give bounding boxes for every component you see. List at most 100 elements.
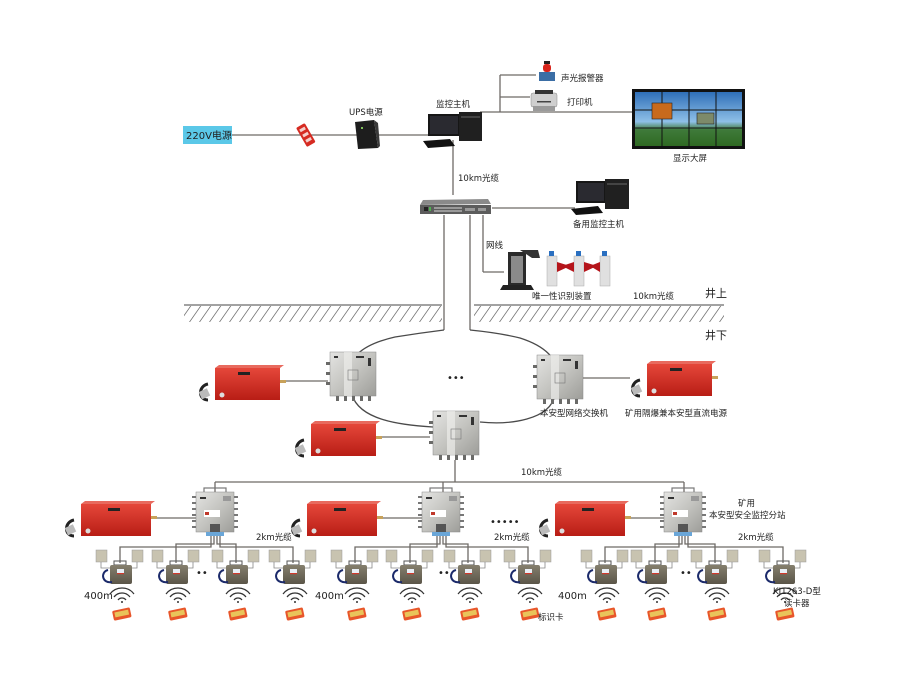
wireless-signal-icon — [772, 587, 798, 603]
antenna-icon — [726, 549, 739, 563]
ups-node: UPS电源 — [349, 107, 383, 149]
card-reader — [95, 549, 144, 621]
ring-switch-a — [326, 351, 377, 401]
core-switch-icon — [420, 199, 491, 214]
card-reader — [151, 549, 200, 621]
reader-cable — [604, 536, 680, 563]
reader-ellipsis-1: •• — [196, 568, 208, 579]
range-label-2: 400m — [315, 591, 344, 602]
main-host-label: 监控主机 — [436, 99, 471, 110]
reader-cable — [354, 536, 438, 563]
id-tag-card-icon — [707, 607, 727, 621]
reader-body-icon — [226, 565, 248, 584]
scanner-gate-icon — [500, 250, 540, 290]
id-tag-card-icon — [597, 607, 617, 621]
antenna-icon — [630, 549, 643, 563]
id-tag-card-icon — [168, 607, 188, 621]
card-reader — [630, 549, 679, 621]
antenna-icon — [539, 549, 552, 563]
range-label-1: 400m — [84, 591, 113, 602]
substation-dc-power — [64, 501, 157, 538]
network-switch-label: 本安型网络交换机 — [540, 408, 609, 419]
ring-switch-b — [533, 354, 584, 404]
reader-cable — [175, 536, 215, 563]
id-device-node: 唯一性识别装置 — [500, 250, 611, 302]
main-host-node: 监控主机 — [423, 99, 482, 148]
ring-switch-c — [429, 410, 480, 460]
above-ground-label: 井上 — [705, 286, 727, 300]
alarm-label: 声光报警器 — [561, 73, 604, 84]
id-tag-card-icon — [228, 607, 248, 621]
antenna-icon — [366, 549, 379, 563]
backbone-wiring — [214, 460, 685, 492]
reader-cable — [219, 536, 294, 563]
substation-label-line2: 本安型安全监控分站 — [709, 510, 786, 521]
branch-cable-label-1: 2km光缆 — [256, 532, 292, 543]
power-source-label: 220V电源 — [186, 129, 232, 142]
antenna-icon — [758, 549, 771, 563]
reader-body-icon — [705, 565, 727, 584]
antenna-icon — [330, 549, 343, 563]
ring-ellipsis: ••• — [447, 373, 465, 384]
display-label: 显示大屏 — [673, 153, 708, 164]
antenna-icon — [268, 549, 281, 563]
ground-layer — [184, 304, 724, 322]
id-tag-card-icon — [285, 607, 305, 621]
reader-body-icon — [595, 565, 617, 584]
reader-ellipsis-2: •• — [438, 568, 450, 579]
antenna-icon — [421, 549, 434, 563]
ups-label: UPS电源 — [349, 107, 383, 118]
card-reader — [385, 549, 434, 621]
monitoring-substation — [192, 487, 238, 536]
antenna-icon — [95, 549, 108, 563]
id-tag-card-icon — [347, 607, 367, 621]
id-device-label: 唯一性识别装置 — [532, 291, 592, 302]
reader-body-icon — [400, 565, 422, 584]
below-ground-label: 井下 — [705, 328, 727, 342]
dc-power-lower — [294, 421, 382, 458]
substation-ellipsis: ••••• — [490, 517, 520, 528]
reader-body-icon — [645, 565, 667, 584]
id-tag-card-icon — [775, 607, 795, 621]
card-reader — [503, 549, 552, 621]
reader-cable — [654, 536, 683, 563]
reader-cable — [119, 536, 212, 563]
backup-host-node: 备用监控主机 — [571, 179, 629, 230]
reader-cable — [409, 536, 441, 563]
printer-icon — [530, 90, 558, 111]
antenna-icon — [443, 549, 456, 563]
card-reader — [330, 549, 379, 621]
surge-protector-icon — [296, 123, 316, 147]
reader-cable — [445, 536, 529, 563]
antenna-icon — [304, 549, 317, 563]
substation-cluster-1 — [64, 487, 317, 621]
printer-label: 打印机 — [567, 97, 593, 108]
reader-body-icon — [110, 565, 132, 584]
wireless-signal-icon — [399, 587, 425, 603]
power-source-node: 220V电源 — [183, 126, 232, 144]
tag-card-label: 标识卡 — [538, 612, 564, 623]
reader-model-line2: 读卡器 — [784, 598, 810, 609]
antenna-icon — [580, 549, 593, 563]
id-tag-card-icon — [402, 607, 422, 621]
id-tag-card-icon — [647, 607, 667, 621]
antenna-icon — [247, 549, 260, 563]
antenna-icon — [479, 549, 492, 563]
uplink-cable-label: 10km光缆 — [458, 173, 500, 184]
monitoring-substation — [660, 487, 706, 536]
antenna-icon — [131, 549, 144, 563]
range-label-3: 400m — [558, 591, 587, 602]
substation-dc-power — [290, 501, 383, 538]
reader-body-icon — [518, 565, 540, 584]
monitoring-substation — [418, 487, 464, 536]
wireless-signal-icon — [225, 587, 251, 603]
net-line-label: 网线 — [486, 240, 504, 251]
backbone-cable-label: 10km光缆 — [521, 467, 563, 478]
card-reader — [268, 549, 317, 621]
wireless-signal-icon — [517, 587, 543, 603]
card-reader — [690, 549, 739, 621]
card-reader — [211, 549, 260, 621]
turnstile-icon — [546, 251, 611, 287]
